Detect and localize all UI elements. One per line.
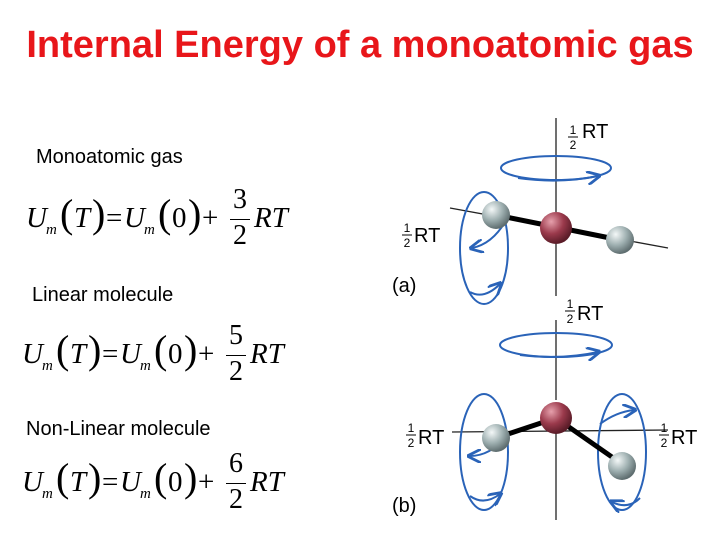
svg-text:RT: RT <box>414 225 440 247</box>
eq-arg: T <box>70 338 87 370</box>
section-label-nonlinear: Non-Linear molecule <box>26 418 211 440</box>
svg-text:1: 1 <box>408 421 415 435</box>
equation-monoatomic: U m ( T ) = U m ( 0 ) + 3 2 RT <box>26 184 288 251</box>
outer-atom <box>482 201 510 229</box>
svg-text:2: 2 <box>404 236 411 250</box>
eq-symbol-2: U <box>120 338 141 370</box>
svg-text:2: 2 <box>570 138 577 152</box>
eq-subscript: m <box>42 358 53 374</box>
eq-rt: RT <box>250 466 284 498</box>
central-atom <box>540 212 572 244</box>
eq-equals: = <box>102 338 119 370</box>
outer-atom <box>482 424 510 452</box>
eq-arg-2: 0 <box>172 202 187 234</box>
energy-label-top: 1 2 RT <box>568 121 608 152</box>
svg-text:RT: RT <box>671 427 697 449</box>
energy-label-left: 1 2 RT <box>402 221 440 250</box>
rotation-arrow-right <box>599 410 634 425</box>
eq-plus: + <box>202 202 219 234</box>
eq-symbol: U <box>22 338 43 370</box>
eq-symbol: U <box>26 202 47 234</box>
eq-arg-2: 0 <box>168 466 183 498</box>
eq-equals: = <box>106 202 123 234</box>
equation-linear: U m ( T ) = U m ( 0 ) + 5 2 RT <box>22 320 284 387</box>
eq-denominator: 2 <box>229 356 243 387</box>
energy-label-top-b: 1 2 RT <box>565 297 603 326</box>
energy-label-left-b: 1 2 RT <box>406 421 444 450</box>
svg-text:RT: RT <box>577 303 603 325</box>
rotation-arrow-left-low <box>469 494 500 501</box>
section-label-monoatomic: Monoatomic gas <box>36 146 183 168</box>
eq-numerator: 3 <box>233 184 247 215</box>
eq-subscript: m <box>46 222 57 238</box>
eq-plus: + <box>198 338 215 370</box>
central-atom <box>540 402 572 434</box>
svg-text:2: 2 <box>567 312 574 326</box>
section-label-linear: Linear molecule <box>32 284 174 306</box>
equation-nonlinear: U m ( T ) = U m ( 0 ) + 6 2 RT <box>22 448 284 515</box>
rotation-arrow-top <box>519 352 598 357</box>
outer-atom <box>606 226 634 254</box>
eq-subscript-2: m <box>144 222 155 238</box>
eq-subscript-2: m <box>140 486 151 502</box>
eq-subscript: m <box>42 486 53 502</box>
panel-b-label: (b) <box>392 495 416 517</box>
svg-text:1: 1 <box>404 221 411 235</box>
eq-symbol-2: U <box>124 202 145 234</box>
rotation-ellipse-left <box>459 393 509 511</box>
eq-symbol: U <box>22 466 43 498</box>
eq-equals: = <box>102 466 119 498</box>
eq-rt: RT <box>254 202 288 234</box>
rotation-arrow-top <box>517 176 598 181</box>
rotation-arrow-left-low <box>469 284 500 295</box>
panel-b: (b) 1 2 RT 1 2 RT 1 2 RT <box>392 297 697 520</box>
eq-arg: T <box>74 202 91 234</box>
svg-text:RT: RT <box>418 427 444 449</box>
panel-a-label: (a) <box>392 275 416 297</box>
svg-text:2: 2 <box>661 436 668 450</box>
panel-a: (a) 1 2 RT 1 2 RT <box>392 118 669 305</box>
svg-text:RT: RT <box>582 121 608 143</box>
svg-text:2: 2 <box>408 436 415 450</box>
eq-denominator: 2 <box>229 484 243 515</box>
rotation-ellipse-left <box>459 191 509 305</box>
eq-plus: + <box>198 466 215 498</box>
energy-label-right-b: 1 2 RT <box>659 421 697 450</box>
eq-arg: T <box>70 466 87 498</box>
eq-symbol-2: U <box>120 466 141 498</box>
eq-denominator: 2 <box>233 220 247 251</box>
svg-text:1: 1 <box>567 297 574 311</box>
eq-subscript-2: m <box>140 358 151 374</box>
eq-rt: RT <box>250 338 284 370</box>
svg-text:1: 1 <box>661 421 668 435</box>
outer-atom <box>608 452 636 480</box>
svg-text:1: 1 <box>570 123 577 137</box>
eq-arg-2: 0 <box>168 338 183 370</box>
eq-numerator: 5 <box>229 320 243 351</box>
slide-title: Internal Energy of a monoatomic gas <box>26 24 694 66</box>
rotation-arrow-right-low <box>612 497 641 505</box>
eq-numerator: 6 <box>229 448 243 479</box>
